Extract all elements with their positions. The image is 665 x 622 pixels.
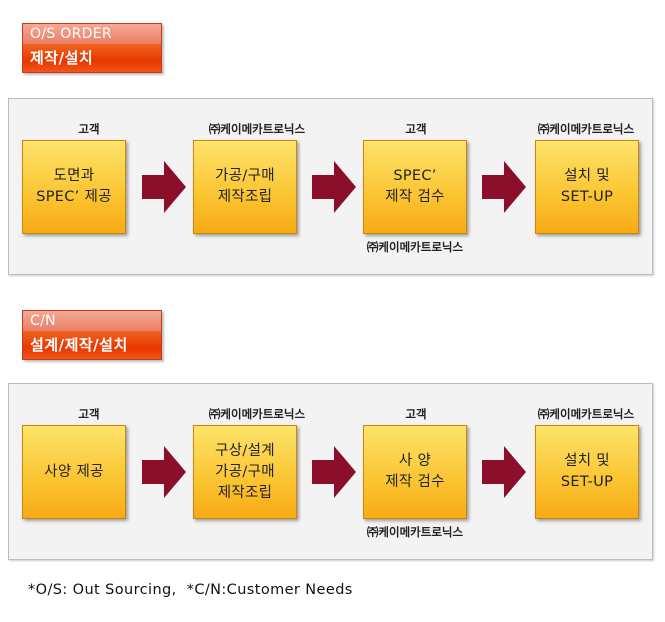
arrow-right-icon — [482, 446, 526, 498]
step-1-2-box: 가공/구매 제작조립 — [193, 140, 297, 234]
arrow-right-icon — [142, 446, 186, 498]
step-2-1-text: 사양 제공 — [44, 463, 104, 480]
footnote: *O/S: Out Sourcing, *C/N:Customer Needs — [28, 582, 353, 598]
arrow-right-icon — [312, 161, 356, 213]
step-2-4-text: 설치 및 SET-UP — [560, 453, 614, 490]
step-2-4-box: 설치 및 SET-UP — [535, 425, 639, 519]
section-2-tag: C/N 설계/제작/설치 — [22, 310, 162, 360]
section-2-tag-subtitle: 설계/제작/설치 — [23, 331, 161, 359]
step-1-4-top-label: ㈜케이메카트로닉스 — [537, 122, 635, 136]
step-2-2-box: 구상/설계 가공/구매 제작조립 — [193, 425, 297, 519]
arrow-right-icon — [142, 161, 186, 213]
step-1-3-box: SPEC’ 제작 검수 — [363, 140, 467, 234]
arrow-right-icon — [482, 161, 526, 213]
step-1-3-bottom-label: ㈜케이메카트로닉스 — [366, 240, 464, 254]
section-2-tag-title: C/N — [23, 311, 161, 331]
step-1-1-box: 도면과 SPEC’ 제공 — [22, 140, 126, 234]
section-1-tag-title: O/S ORDER — [23, 24, 161, 44]
step-2-2-text: 구상/설계 가공/구매 제작조립 — [215, 442, 275, 501]
step-2-2-top-label: ㈜케이메카트로닉스 — [208, 407, 306, 421]
step-1-2-text: 가공/구매 제작조립 — [215, 168, 275, 205]
step-2-3-text: 사 양 제작 검수 — [385, 453, 445, 490]
section-2-panel: 고객 사양 제공 ㈜케이메카트로닉스 구상/설계 가공/구매 제작조립 고객 사… — [8, 383, 653, 560]
step-1-4-text: 설치 및 SET-UP — [560, 168, 614, 205]
step-2-3-box: 사 양 제작 검수 — [363, 425, 467, 519]
step-2-4-top-label: ㈜케이메카트로닉스 — [537, 407, 635, 421]
step-2-1-box: 사양 제공 — [22, 425, 126, 519]
arrow-right-icon — [312, 446, 356, 498]
step-2-1-top-label: 고객 — [78, 407, 100, 421]
step-2-3-bottom-label: ㈜케이메카트로닉스 — [366, 525, 464, 539]
section-1-panel: 고객 도면과 SPEC’ 제공 ㈜케이메카트로닉스 가공/구매 제작조립 고객 … — [8, 98, 653, 275]
step-1-4-box: 설치 및 SET-UP — [535, 140, 639, 234]
step-1-1-top-label: 고객 — [78, 122, 100, 136]
section-1-tag-subtitle: 제작/설치 — [23, 44, 161, 72]
step-2-3-top-label: 고객 — [405, 407, 427, 421]
step-1-1-text: 도면과 SPEC’ 제공 — [36, 168, 112, 205]
step-1-3-text: SPEC’ 제작 검수 — [385, 168, 445, 205]
section-1-tag: O/S ORDER 제작/설치 — [22, 23, 162, 73]
step-1-2-top-label: ㈜케이메카트로닉스 — [208, 122, 306, 136]
step-1-3-top-label: 고객 — [405, 122, 427, 136]
